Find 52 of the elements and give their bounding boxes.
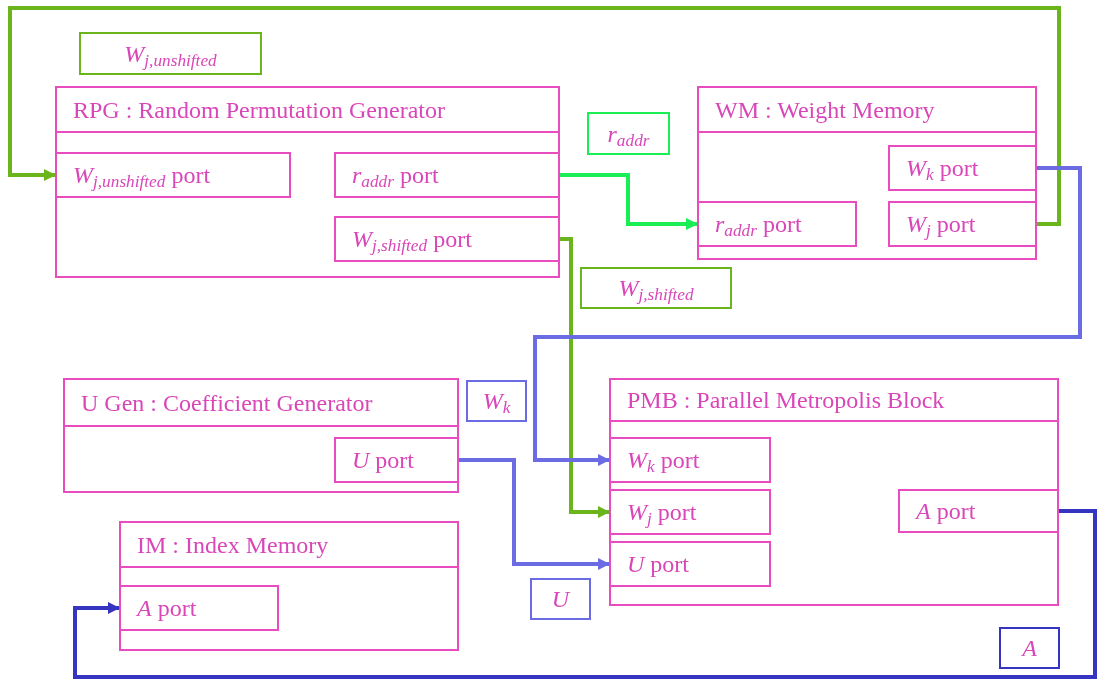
module-block — [609, 378, 1059, 606]
signal-tag — [580, 267, 732, 309]
module-block — [55, 86, 560, 278]
signal-name: U — [551, 585, 570, 614]
port-box — [888, 201, 1037, 247]
port-label: W$_{k}$ port — [906, 154, 979, 186]
connector-arrow — [560, 237, 610, 518]
signal-tag — [999, 627, 1060, 669]
port-box — [697, 201, 857, 247]
port-box — [609, 489, 771, 535]
port-label: A port — [916, 497, 976, 526]
signal-name: W$_{j,shifted}$ — [618, 274, 694, 306]
connector-arrow — [459, 458, 610, 570]
port-label: r$_{addr}$ port — [715, 210, 802, 242]
signal-tag — [530, 578, 591, 620]
signal-name: A — [1022, 634, 1037, 663]
port-box — [898, 489, 1059, 533]
port-label: W$_{j,shifted}$ port — [352, 225, 472, 257]
signal-name: W$_{j,unshifted}$ — [124, 39, 217, 72]
signal-tag — [79, 32, 262, 75]
module-title: IM : Index Memory — [137, 530, 329, 560]
signal-name: W$_{k}$ — [482, 387, 511, 419]
port-box — [334, 152, 560, 198]
port-label: U port — [627, 550, 689, 579]
signal-tag — [466, 380, 527, 422]
connector-arrow — [8, 6, 1061, 226]
port-label: W$_{k}$ port — [627, 446, 700, 478]
module-block — [697, 86, 1037, 260]
port-box — [609, 437, 771, 483]
port-box — [334, 437, 459, 483]
port-label: W$_{j}$ port — [627, 498, 697, 530]
port-box — [888, 145, 1037, 191]
port-box — [609, 541, 771, 587]
port-label: r$_{addr}$ port — [352, 161, 439, 193]
module-title: U Gen : Coefficient Generator — [81, 388, 373, 418]
module-title: RPG : Random Permutation Generator — [73, 95, 445, 125]
module-block — [63, 378, 459, 493]
port-box — [119, 585, 279, 631]
port-label: W$_{j}$ port — [906, 210, 976, 242]
port-label: U port — [352, 446, 414, 475]
port-box — [55, 152, 291, 198]
port-label: A port — [137, 594, 197, 623]
module-title: WM : Weight Memory — [715, 95, 935, 125]
port-label: W$_{j,unshifted}$ port — [73, 161, 211, 193]
connector-arrow — [73, 509, 1097, 679]
module-title: PMB : Parallel Metropolis Block — [627, 386, 945, 415]
port-box — [334, 216, 560, 262]
module-block — [119, 521, 459, 651]
signal-tag — [587, 112, 670, 155]
connector-arrow — [560, 173, 698, 230]
signal-name: r$_{addr}$ — [607, 119, 650, 152]
connector-arrow — [533, 166, 1082, 466]
